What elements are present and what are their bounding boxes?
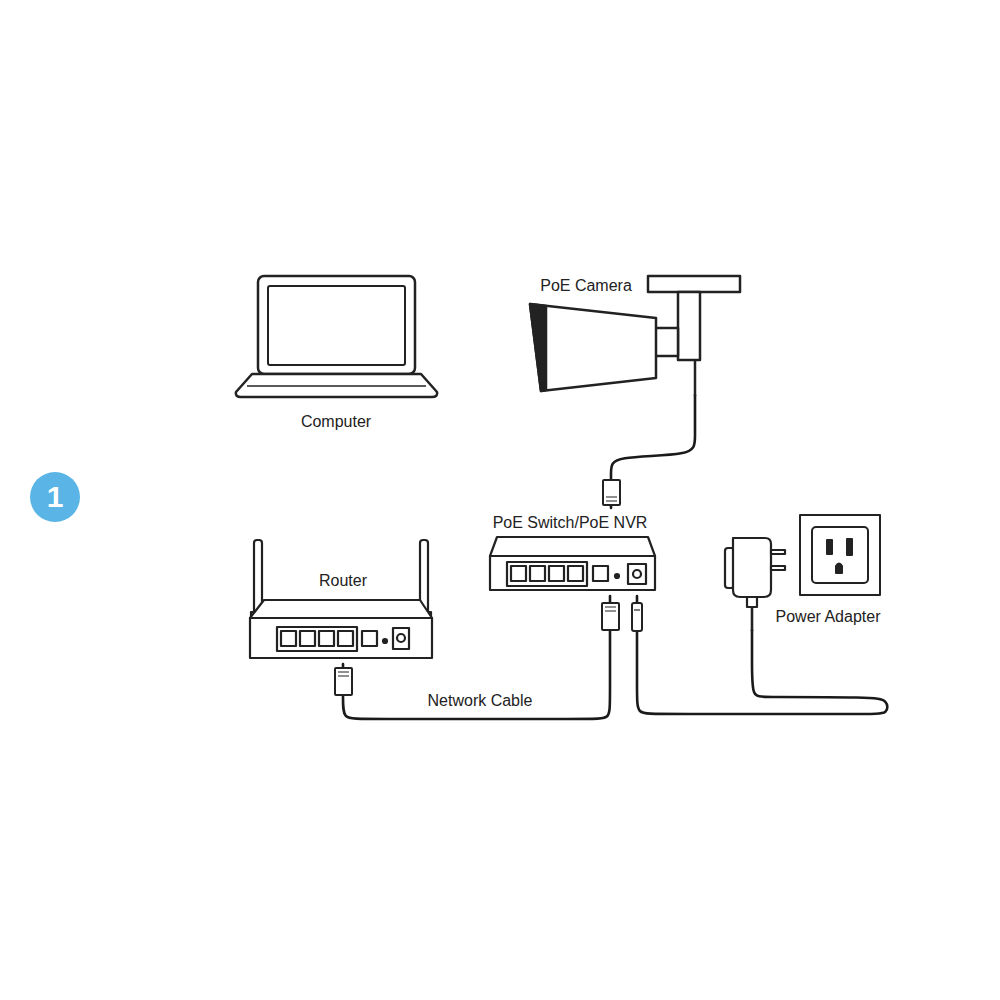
router-icon-part — [281, 631, 296, 646]
wall-outlet-icon-part — [836, 564, 842, 574]
router-icon-part — [250, 618, 432, 658]
router-icon-part — [277, 627, 357, 651]
cable-plug-part — [603, 480, 620, 505]
power-adapter-icon-part — [747, 597, 757, 607]
camera-icon-part — [655, 328, 678, 356]
switch-icon-part — [490, 556, 655, 590]
wall-outlet-icon-part — [812, 527, 868, 583]
laptop-icon-part — [247, 385, 426, 387]
cable-plug — [335, 480, 642, 695]
switch-icon-part — [507, 562, 587, 586]
switch-icon-part — [593, 566, 608, 581]
edge-label-holder: Network Cable — [0, 0, 111, 20]
device-label: Power Adapter — [776, 607, 881, 627]
camera-icon-part — [694, 360, 697, 396]
laptop-icon-part — [236, 374, 437, 397]
router-icon-part — [338, 631, 353, 646]
camera-icon-part — [648, 276, 740, 292]
camera-cable — [611, 395, 695, 508]
switch-icon-part — [615, 574, 619, 578]
wall-outlet-icon-part — [847, 539, 852, 555]
device-label: Computer — [301, 412, 371, 432]
camera-icon — [530, 276, 740, 396]
computer-node: Computer — [232, 268, 444, 436]
switch-icon-part — [511, 566, 526, 581]
switch-icon-part — [530, 566, 545, 581]
camera-icon-part — [530, 304, 546, 391]
power-adapter-icon-part — [751, 607, 754, 631]
step-badge: 1 — [30, 472, 80, 522]
power-adapter-icon-part — [771, 550, 785, 554]
cable-plug-part — [634, 609, 640, 610]
cable-plug-part — [338, 672, 349, 676]
cable-plug-part — [632, 603, 642, 631]
cable-plug-part — [605, 607, 616, 611]
router-icon-part — [300, 631, 315, 646]
router-icon-part — [393, 628, 409, 649]
laptop-icon-part — [268, 286, 405, 365]
router-icon-part — [362, 631, 377, 646]
switch-icon-part — [549, 566, 564, 581]
switch-node: PoE Switch/PoE NVR — [486, 508, 660, 596]
laptop-icon-part — [258, 276, 415, 374]
router-icon — [250, 540, 432, 658]
device-label: PoE Switch/PoE NVR — [493, 513, 648, 533]
router-icon-part — [319, 631, 334, 646]
router-icon-part — [250, 600, 432, 618]
camera-node: PoE Camera — [520, 270, 745, 395]
router-icon-part — [397, 634, 405, 642]
router-node: Router — [244, 534, 438, 664]
switch-icon — [490, 537, 655, 590]
power-adapter-icon-part — [771, 566, 785, 570]
switch-icon-part — [628, 564, 646, 584]
camera-icon-part — [530, 304, 656, 391]
switch-icon-part — [490, 537, 655, 556]
device-label: Router — [319, 571, 367, 591]
cable-label: Network Cable — [425, 691, 536, 711]
cable-plug-part — [606, 497, 617, 501]
switch-icon-part — [568, 566, 583, 581]
laptop-icon — [236, 276, 437, 397]
router-icon-part — [383, 639, 387, 643]
step-number: 1 — [47, 480, 64, 514]
wall-outlet-icon — [800, 515, 880, 595]
power-cable — [637, 596, 887, 714]
cable-plug-part — [335, 668, 352, 695]
wall-outlet-icon-part — [800, 515, 880, 595]
switch-icon-part — [633, 570, 641, 578]
device-label: PoE Camera — [540, 276, 632, 296]
cable-plug-part — [602, 603, 619, 630]
camera-icon-part — [678, 292, 700, 360]
power-adapter-node: Power Adapter — [724, 508, 890, 630]
wall-outlet-icon-part — [827, 540, 832, 554]
power-adapter-icon-part — [733, 538, 771, 597]
